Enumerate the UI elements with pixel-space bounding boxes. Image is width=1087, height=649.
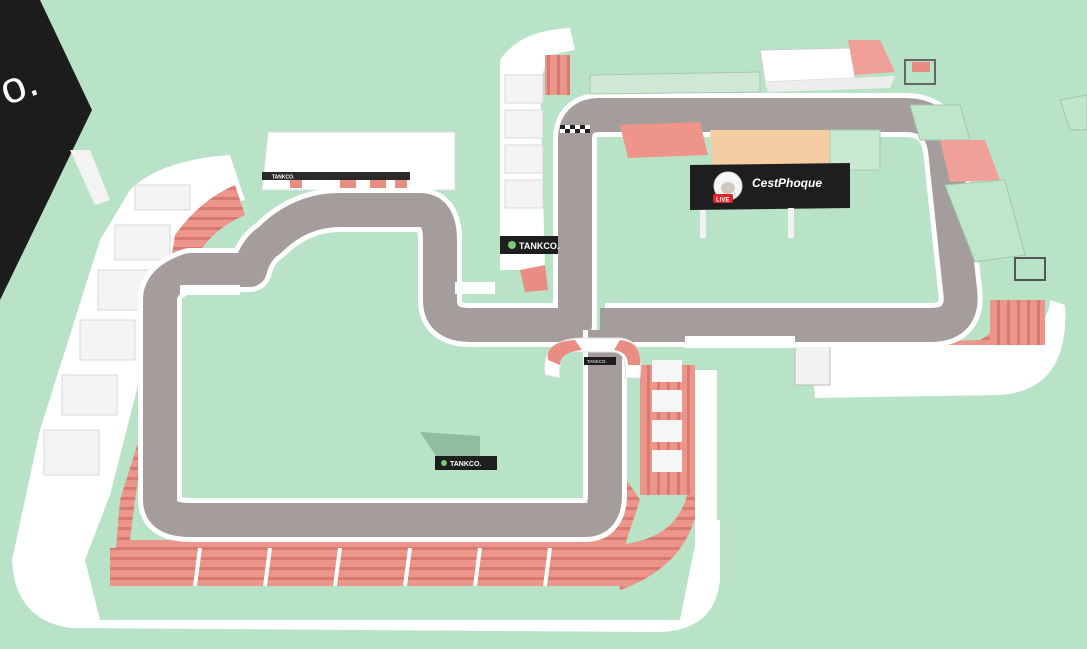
south-grandstand bbox=[110, 470, 701, 590]
east-grandstand bbox=[794, 300, 1066, 398]
north-east-buildings bbox=[589, 40, 1087, 281]
streamer-name: CestPhoque bbox=[752, 176, 822, 190]
pit-banner: TANKCO. bbox=[272, 175, 295, 181]
north-grandstand bbox=[500, 28, 575, 270]
live-badge-text: LIVE bbox=[716, 198, 729, 204]
infield-sign: TANKCO. bbox=[420, 432, 497, 470]
corner-logo-panel: o. bbox=[0, 0, 110, 300]
west-grandstand bbox=[12, 155, 720, 632]
east-inner-stands bbox=[640, 360, 717, 550]
finish-line bbox=[560, 125, 590, 133]
track-arch: TANKCO. bbox=[543, 337, 642, 379]
main-sponsor-text: TANKCO. bbox=[519, 241, 559, 251]
arch-sign-text: TANKCO. bbox=[587, 359, 607, 364]
stream-screen[interactable]: LIVE CestPhoque bbox=[690, 163, 850, 238]
pit-building: TANKCO. bbox=[261, 131, 456, 191]
live-badge bbox=[713, 194, 733, 203]
fences bbox=[180, 282, 795, 348]
main-sponsor-billboard: TANKCO. bbox=[500, 236, 559, 292]
infield-sign-text: TANKCO. bbox=[450, 461, 481, 468]
